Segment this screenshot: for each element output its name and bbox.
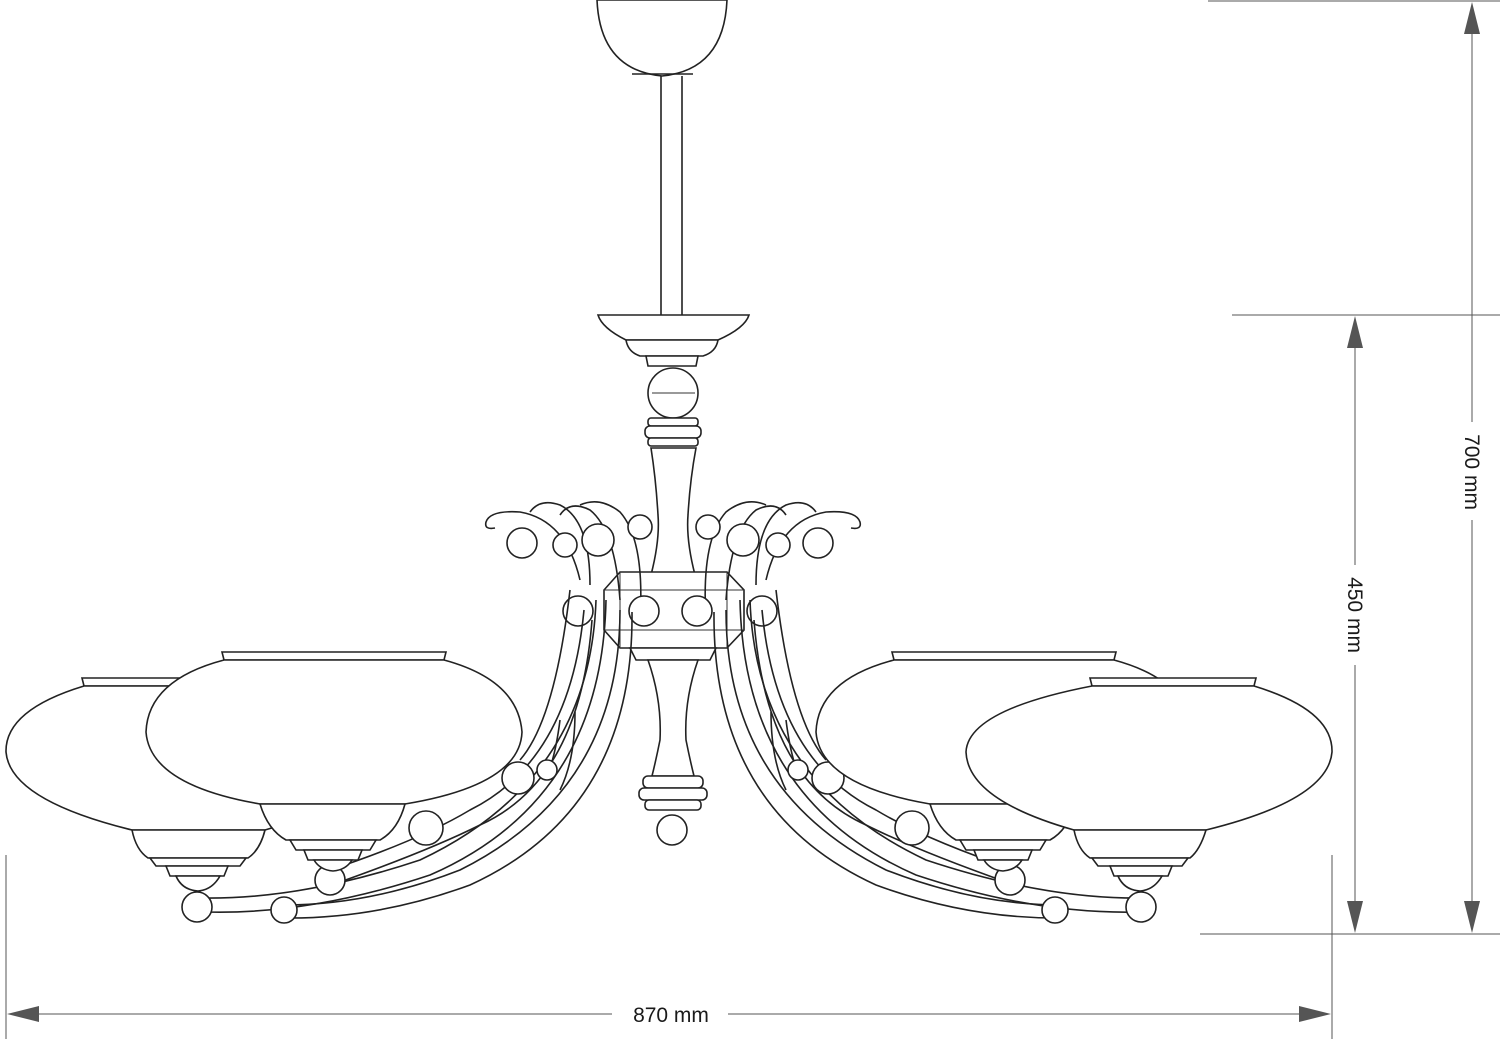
dimension-width: 870 mm xyxy=(7,1004,1331,1027)
stem-collar xyxy=(644,417,702,447)
scrolls-right xyxy=(695,500,862,621)
stem-rod xyxy=(660,76,683,315)
dimension-lines: 700 mm 450 mm 870 mm xyxy=(5,0,1500,1039)
arms-right xyxy=(713,589,1157,924)
dimension-body-height: 450 mm xyxy=(1343,316,1366,933)
arms-left xyxy=(181,589,633,924)
dimension-label-body-height: 450 mm xyxy=(1343,577,1366,653)
dimension-label-total-height: 700 mm xyxy=(1460,434,1483,510)
ceiling-canopy xyxy=(596,0,728,77)
stem-cup xyxy=(596,314,751,367)
stem-vase xyxy=(649,447,697,576)
shade-inner-left xyxy=(145,651,523,872)
dimension-label-width: 870 mm xyxy=(633,1004,709,1027)
center-hub xyxy=(603,571,745,661)
scrolls-left xyxy=(484,500,653,621)
lower-finial xyxy=(638,659,708,846)
shade-far-right xyxy=(965,677,1333,892)
chandelier xyxy=(5,0,1333,924)
dimension-total-height: 700 mm xyxy=(1460,2,1483,933)
